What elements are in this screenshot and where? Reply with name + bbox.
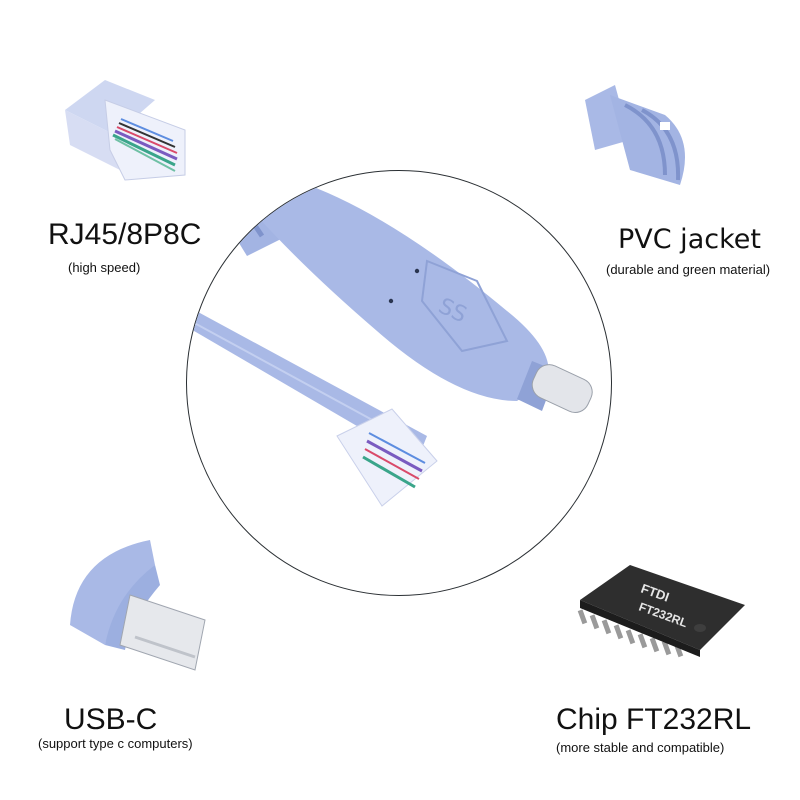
cable-showcase-circle: SS <box>186 170 612 596</box>
usb-c-connector-image <box>55 525 215 695</box>
chip-subtitle: (more stable and compatible) <box>556 740 725 755</box>
rj45-title: RJ45/8P8C <box>48 218 202 251</box>
pvc-subtitle: (durable and green material) <box>606 262 771 277</box>
usbc-subtitle: (support type c computers) <box>38 736 193 751</box>
pvc-jacket-image <box>570 70 700 195</box>
chip-title: Chip FT232RL <box>556 703 752 736</box>
usb-c-to-rj45-cable-icon: SS <box>187 171 593 507</box>
rj45-connector-icon <box>65 80 186 181</box>
usbc-title: USB-C <box>64 703 158 736</box>
ft232rl-chip-icon: FTDI FT232RL <box>577 565 745 658</box>
chip-image: FTDI FT232RL <box>570 560 750 660</box>
rj45-subtitle: (high speed) <box>68 260 141 275</box>
pvc-title: PVC jacket <box>618 224 761 255</box>
rj45-connector-image <box>35 55 205 195</box>
pvc-strain-relief-icon <box>585 85 685 185</box>
usb-c-connector-icon <box>70 540 206 671</box>
